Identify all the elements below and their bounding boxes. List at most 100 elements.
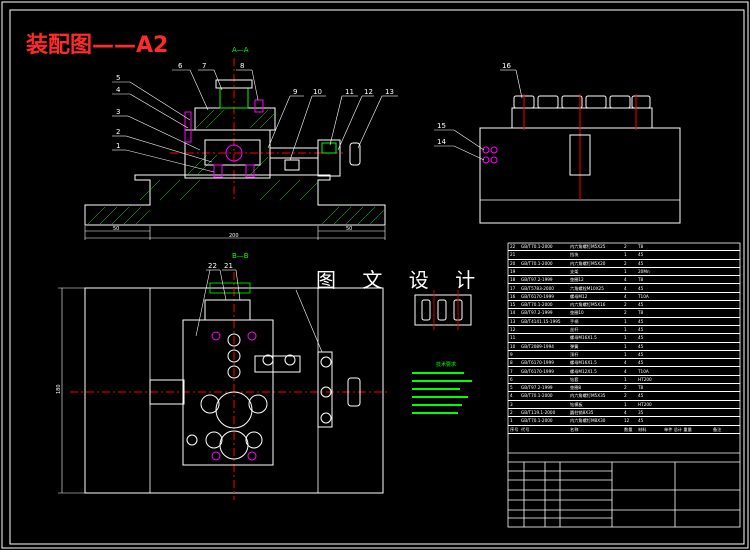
- bom-cell-mat: T8: [638, 385, 644, 391]
- bom-cell-name: 内六角螺钉M5X16: [570, 302, 606, 308]
- balloon-1: 1: [116, 142, 120, 150]
- bom-cell-mat: 45: [638, 360, 644, 366]
- bom-cell-qty: 1: [624, 268, 627, 274]
- handle-knob: [349, 142, 361, 166]
- bom-cell-no: 7: [510, 368, 513, 374]
- bom-cell-name: 垫圈12: [570, 277, 584, 283]
- top-view: 180 B—B 22 21: [56, 252, 390, 500]
- bom-cell-mat: 45: [638, 343, 644, 349]
- bom-cell-no: 4: [510, 393, 513, 399]
- bom-cell-name: 垫圈10: [570, 310, 584, 316]
- bom-cell-name: 螺母M12: [570, 293, 588, 299]
- bom-cell-mat: 45: [638, 252, 644, 258]
- side-slot: [569, 134, 591, 176]
- title-block: [507, 242, 741, 528]
- bom-cell-qty: 2: [624, 244, 627, 249]
- bom-cell-qty: 2: [624, 302, 627, 308]
- section-label-aa: A—A: [232, 46, 249, 54]
- bom-cell-no: 12: [510, 327, 516, 332]
- balloon-2: 2: [116, 128, 120, 136]
- bom-cell-code: GB/T97.2-1999: [521, 277, 553, 283]
- bom-cell-name: 手柄: [570, 318, 579, 324]
- bom-cell-no: 13: [510, 318, 516, 324]
- bom-cell-qty: 1: [624, 376, 627, 382]
- bom-cell-mat: 45: [638, 418, 644, 424]
- bom-cell-code: GB/T5783-2000: [521, 285, 554, 291]
- clamp-bar: [284, 159, 300, 171]
- bom-cell-qty: 2: [624, 310, 627, 316]
- bom-cell-code: GB/T70.1-2000: [521, 244, 553, 249]
- bom-cell-qty: 1: [624, 318, 627, 324]
- bom-header-qty: 数量: [624, 426, 633, 432]
- nut-11: [321, 142, 337, 154]
- screw-8: [254, 99, 264, 113]
- balloon-8: 8: [240, 62, 244, 70]
- detail-view: [414, 290, 472, 330]
- bom-cell-no: 11: [510, 335, 516, 341]
- bom-cell-no: 16: [510, 293, 516, 299]
- watermark-text: 图 文 设 计: [316, 268, 486, 292]
- bom-cell-name: 内六角螺钉M5X20: [570, 260, 606, 266]
- balloon-14: 14: [437, 138, 446, 146]
- balloon-11: 11: [345, 88, 354, 96]
- bom-cell-qty: 4: [624, 410, 627, 415]
- bom-cell-qty: 4: [624, 368, 627, 374]
- balloon-3: 3: [116, 108, 120, 116]
- bom-cell-mat: 35: [638, 410, 644, 415]
- bom-cell-name: 圆柱销8X35: [570, 410, 594, 415]
- balloon-15: 15: [437, 122, 446, 130]
- bom-cell-mat: T8: [638, 310, 644, 316]
- front-view: A—A: [84, 46, 398, 240]
- bom-cell-no: 5: [510, 385, 513, 391]
- bom-cell-qty: 1: [624, 343, 627, 349]
- bom-cell-no: 8: [510, 360, 513, 366]
- inner-border: [9, 9, 745, 545]
- base-body: [84, 174, 386, 226]
- bom-cell-qty: 1: [624, 401, 627, 407]
- balloon-9: 9: [293, 88, 297, 96]
- balloon-6: 6: [178, 62, 183, 70]
- bom-cell-mat: 45: [638, 302, 644, 308]
- bom-cell-qty: 12: [624, 418, 630, 424]
- bom-cell-mat: 45: [638, 335, 644, 341]
- bom-cell-qty: 1: [624, 351, 627, 357]
- bom-cell-no: 2: [510, 410, 513, 415]
- bom-cell-qty: 2: [624, 393, 627, 399]
- bom-cell-no: 6: [510, 376, 513, 382]
- bom-cell-mat: 45: [638, 327, 644, 332]
- bom-cell-name: 垫圈8: [570, 385, 582, 391]
- bom-cell-name: 挡块: [570, 252, 579, 258]
- bom-cell-name: 六角螺栓M10X25: [570, 285, 604, 291]
- bom-cell-qty: 4: [624, 293, 627, 299]
- bom-cell-code: GB/T2089-1994: [521, 343, 554, 349]
- bom-cell-name: 钻模板: [570, 401, 583, 407]
- bom-cell-code: GB/T119.1-2000: [521, 410, 556, 415]
- balloon-13: 13: [385, 88, 394, 96]
- bom-cell-code: GB/T6170-1999: [521, 368, 554, 374]
- bom-header-weight: 单件 总计 重量: [664, 426, 692, 432]
- bom-row: 2 GB/T119.1-2000 圆柱销8X35 4 35: [508, 409, 740, 418]
- balloon-12: 12: [364, 88, 373, 96]
- bom-cell-name: 支架: [570, 268, 579, 274]
- bom-cell-mat: T8: [638, 244, 644, 249]
- bom-cell-code: GB/T97.2-1999: [521, 385, 553, 391]
- bom-cell-code: GB/T97.2-1999: [521, 310, 553, 316]
- bom-cell-qty: 4: [624, 277, 627, 283]
- bom-cell-qty: 4: [624, 360, 627, 366]
- bom-cell-qty: 2: [624, 260, 627, 266]
- bom-cell-code: GB/T70.1-2000: [521, 418, 553, 424]
- bom-cell-mat: 45: [638, 351, 644, 357]
- balloon-5: 5: [116, 74, 120, 82]
- bom-header-no: 序号: [510, 426, 519, 432]
- dim-front-left: 50: [113, 226, 119, 232]
